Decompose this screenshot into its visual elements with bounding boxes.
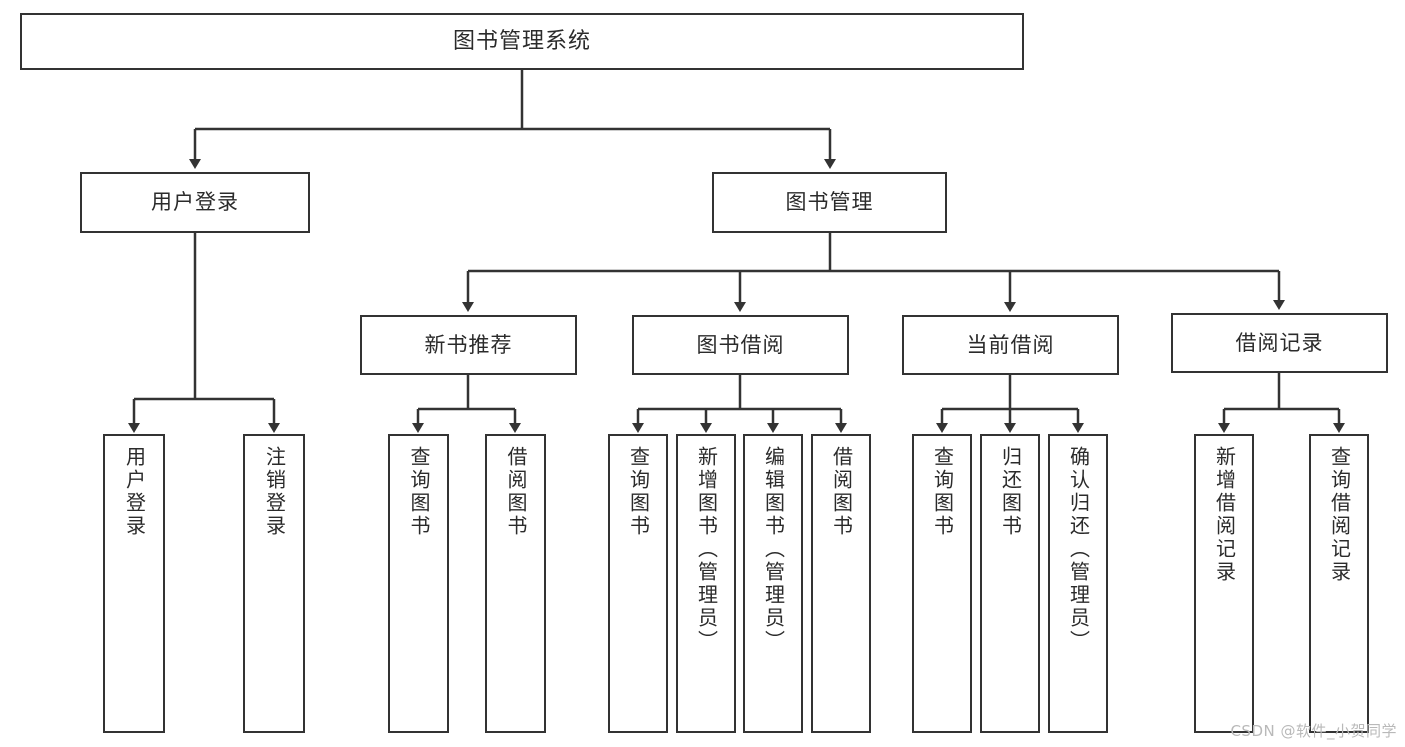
node-label: 用户登录 <box>122 446 147 538</box>
leaf-return-book[interactable]: 归还图书 <box>980 434 1040 733</box>
node-label: 图书管理 <box>785 190 874 215</box>
node-label: 借阅图书 <box>504 446 528 538</box>
node-label: 用户登录 <box>151 190 239 215</box>
leaf-user-login[interactable]: 用户登录 <box>103 434 165 733</box>
leaf-query-book-current[interactable]: 查询图书 <box>912 434 972 733</box>
leaf-confirm-return-admin[interactable]: 确认归还（管理员） <box>1048 434 1108 733</box>
node-label: 编辑图书（管理员） <box>761 446 786 653</box>
leaf-add-book-admin[interactable]: 新增图书（管理员） <box>676 434 736 733</box>
node-label: 新增图书（管理员） <box>694 446 719 653</box>
node-label: 新增借阅记录 <box>1212 446 1237 584</box>
node-label: 新书推荐 <box>424 332 513 357</box>
leaf-borrow-book[interactable]: 借阅图书 <box>811 434 871 733</box>
watermark-text: CSDN @软件_小贺同学 <box>1230 722 1397 740</box>
node-label: 当前借阅 <box>966 332 1055 357</box>
node-label: 确认归还（管理员） <box>1066 446 1091 653</box>
node-label: 借阅图书 <box>829 446 854 538</box>
node-root-system[interactable]: 图书管理系统 <box>20 13 1024 70</box>
leaf-borrow-book-recommend[interactable]: 借阅图书 <box>485 434 546 733</box>
leaf-query-book-borrow[interactable]: 查询图书 <box>608 434 668 733</box>
leaf-query-borrow-record[interactable]: 查询借阅记录 <box>1309 434 1369 733</box>
node-new-book-recommend[interactable]: 新书推荐 <box>360 315 577 375</box>
node-label: 查询借阅记录 <box>1327 446 1352 584</box>
node-label: 查询图书 <box>407 446 431 538</box>
node-label: 归还图书 <box>998 446 1023 538</box>
leaf-user-logout[interactable]: 注销登录 <box>243 434 305 733</box>
node-borrow-record[interactable]: 借阅记录 <box>1171 313 1388 373</box>
node-label: 注销登录 <box>262 446 287 538</box>
node-label: 图书借阅 <box>696 332 785 357</box>
leaf-edit-book-admin[interactable]: 编辑图书（管理员） <box>743 434 803 733</box>
node-book-borrow[interactable]: 图书借阅 <box>632 315 849 375</box>
node-label: 借阅记录 <box>1235 330 1324 355</box>
node-current-borrow[interactable]: 当前借阅 <box>902 315 1119 375</box>
node-label: 图书管理系统 <box>452 28 591 54</box>
node-label: 查询图书 <box>626 446 651 538</box>
node-book-management[interactable]: 图书管理 <box>712 172 947 233</box>
leaf-add-borrow-record[interactable]: 新增借阅记录 <box>1194 434 1254 733</box>
node-label: 查询图书 <box>930 446 955 538</box>
leaf-query-book-recommend[interactable]: 查询图书 <box>388 434 449 733</box>
node-user-login[interactable]: 用户登录 <box>80 172 310 233</box>
